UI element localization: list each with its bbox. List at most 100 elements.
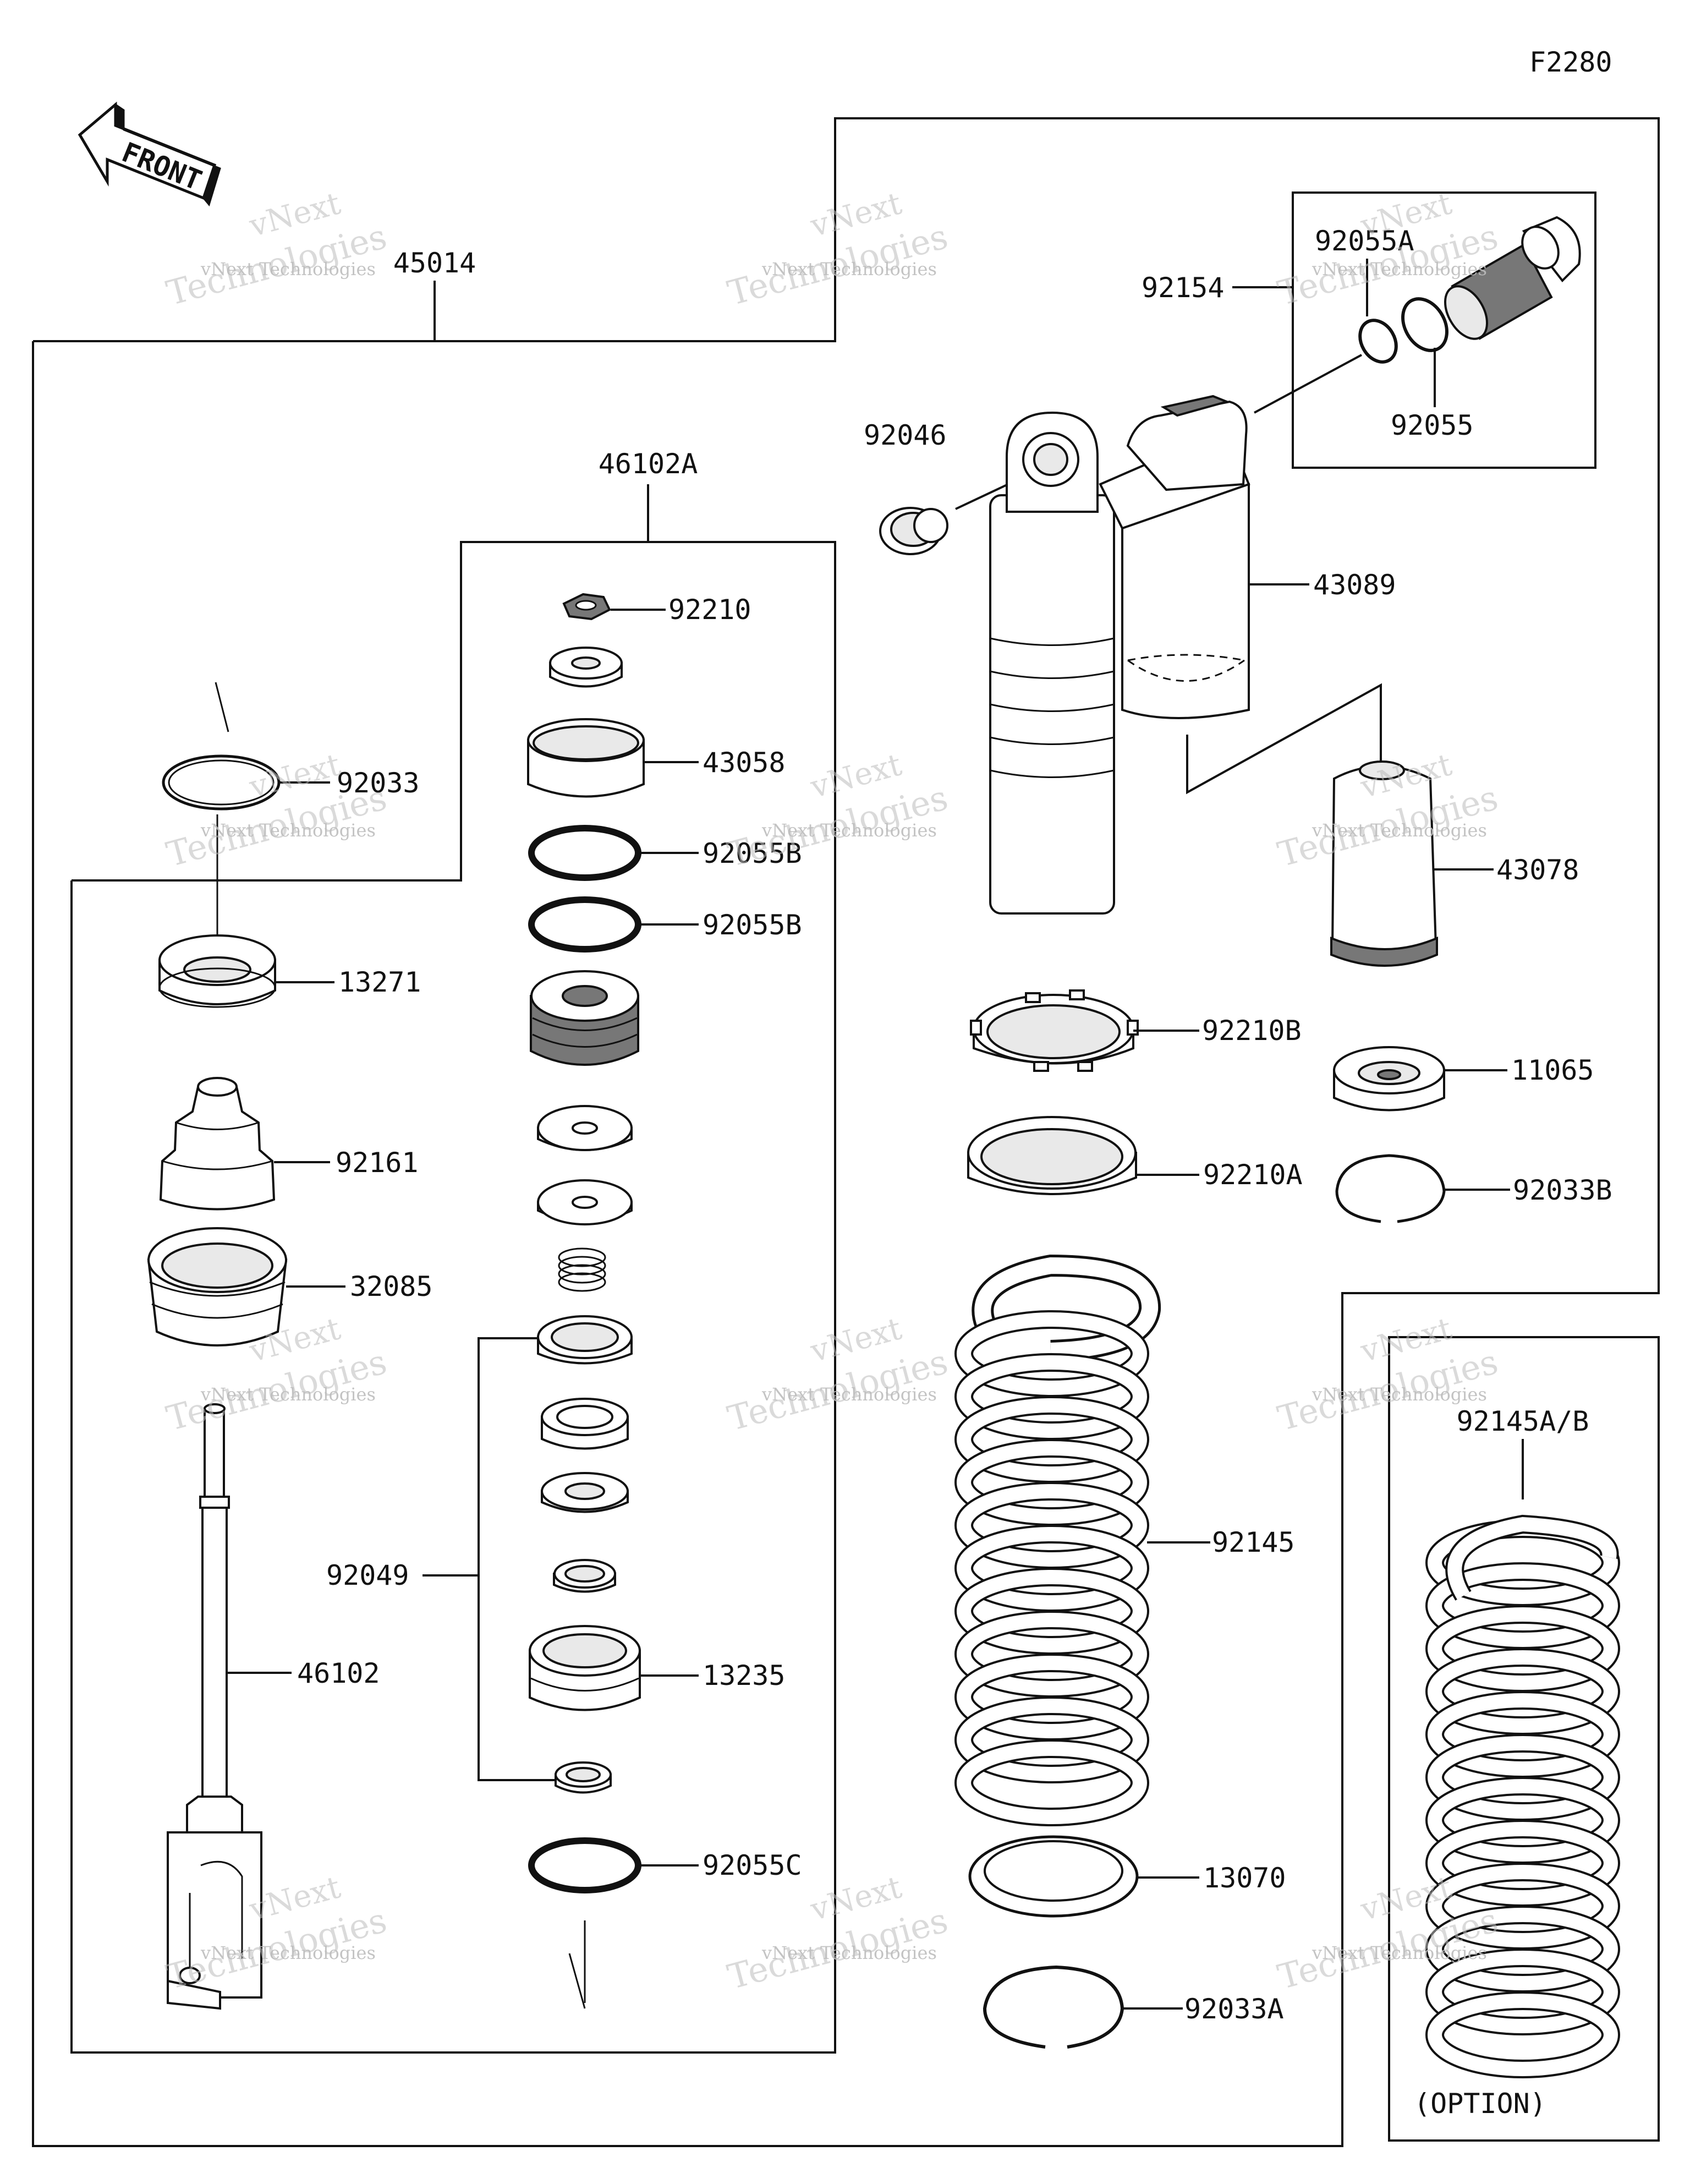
part-shim-1	[537, 1105, 633, 1151]
spring-coil-highlight	[957, 1742, 1147, 1824]
part-11065	[1333, 1046, 1445, 1112]
label-92055: 92055	[1391, 409, 1474, 441]
part-92055B-1	[528, 825, 641, 881]
spring-coil-highlight	[957, 1484, 1147, 1567]
label-13235: 13235	[703, 1660, 786, 1692]
spring-coils	[954, 1310, 1149, 1826]
label-46102: 46102	[297, 1657, 380, 1689]
watermark-text: vNext Technologies	[200, 1384, 376, 1405]
label-92055B-2: 92055B	[703, 909, 802, 941]
part-washer-a	[537, 1315, 633, 1365]
label-43078: 43078	[1496, 854, 1579, 886]
label-92154: 92154	[1142, 272, 1225, 304]
spring-coil-highlight	[957, 1527, 1147, 1610]
part-seal-head	[530, 970, 639, 1066]
part-92145AB	[1425, 1514, 1620, 2078]
shock-body	[989, 411, 1115, 915]
part-43089	[1099, 395, 1250, 719]
label-92055A: 92055A	[1315, 225, 1414, 257]
part-92033A	[983, 1965, 1124, 2049]
part-92210	[562, 593, 611, 621]
watermark-text: vNext Technologies	[761, 259, 937, 280]
spring-coil-highlight	[1428, 1822, 1618, 1904]
watermark-text: vNext Technologies	[1312, 1942, 1487, 1963]
spring-coil-highlight	[1428, 1650, 1618, 1733]
spring-coil-highlight	[957, 1441, 1147, 1524]
part-small-spring	[558, 1247, 606, 1292]
part-washer-b	[541, 1398, 629, 1450]
part-46102	[167, 1403, 262, 2010]
spring-coil-highlight	[957, 1699, 1147, 1781]
part-92055A	[1358, 319, 1398, 364]
label-92210B: 92210B	[1202, 1015, 1302, 1047]
label-92210: 92210	[668, 594, 751, 626]
label-92161: 92161	[336, 1147, 419, 1179]
watermark-text: vNext Technologies	[761, 1942, 937, 1963]
part-92055B-2	[528, 896, 641, 953]
frame-92154	[1292, 191, 1596, 469]
label-92033B: 92033B	[1513, 1174, 1612, 1206]
part-43058	[527, 718, 645, 798]
spring-coil-highlight	[957, 1398, 1147, 1481]
spring-coil-highlight	[1428, 1693, 1618, 1776]
watermark-text: vNext Technologies	[200, 820, 376, 841]
label-92145: 92145	[1212, 1526, 1295, 1558]
diagram-code: F2280	[1529, 46, 1612, 78]
spring-coil-highlight	[957, 1312, 1147, 1395]
spring-coil-highlight	[1428, 1951, 1618, 2033]
spring-coil-highlight	[1428, 1736, 1618, 1819]
frame-46102A	[70, 484, 836, 2054]
part-small-cup	[555, 1761, 612, 1794]
spring-coil-highlight	[957, 1613, 1147, 1695]
label-13070: 13070	[1203, 1862, 1286, 1894]
part-valve-adjuster	[1444, 216, 1581, 340]
watermark-text: vNext Technologies	[1312, 820, 1487, 841]
front-arrow-icon: FRONT	[78, 101, 221, 207]
part-13271	[158, 934, 276, 1008]
part-13235	[529, 1625, 641, 1711]
label-45014: 45014	[393, 247, 476, 279]
spring-hook-highlight	[1447, 1517, 1617, 1600]
watermark-text: vNext Technologies	[200, 259, 376, 280]
spring-coil-highlight	[957, 1656, 1147, 1738]
part-13070	[968, 1835, 1139, 1918]
spring-coil-highlight	[1428, 1908, 1618, 1990]
part-92055C	[528, 1837, 641, 1893]
watermark-text: vNext Technologies	[1312, 1384, 1487, 1405]
part-92161	[159, 1077, 276, 1211]
part-shim-2	[537, 1179, 633, 1225]
spring-coil-highlight	[1428, 1994, 1618, 2076]
part-43078	[1330, 760, 1438, 967]
option-spring-coils	[1425, 1514, 1620, 2078]
part-92210A	[967, 1116, 1137, 1195]
spring-coil-highlight	[1428, 1607, 1618, 1690]
watermark-text: vNext Technologies	[200, 1942, 376, 1963]
label-11065: 11065	[1511, 1054, 1594, 1086]
label-92055B-1: 92055B	[703, 838, 802, 869]
label-92049: 92049	[326, 1559, 409, 1591]
frame-45014	[32, 117, 1660, 2147]
part-washer-c	[541, 1472, 629, 1513]
watermark-text: vNext Technologies	[1312, 259, 1487, 280]
part-92033B	[1335, 1154, 1446, 1223]
part-92145	[954, 1254, 1161, 1826]
watermark-text: vNext Technologies	[761, 820, 937, 841]
label-92210A: 92210A	[1203, 1159, 1303, 1191]
label-92145AB: 92145A/B	[1457, 1405, 1589, 1437]
label-32085: 32085	[350, 1271, 433, 1302]
label-92033A: 92033A	[1184, 1993, 1284, 2025]
frame-option	[1388, 1336, 1660, 2142]
label-13271: 13271	[338, 966, 421, 998]
part-32085	[147, 1227, 288, 1346]
label-92033: 92033	[337, 767, 420, 799]
part-92055	[1401, 297, 1448, 352]
spring-coil-highlight	[1428, 1564, 1618, 1647]
part-washer-top	[549, 647, 623, 688]
